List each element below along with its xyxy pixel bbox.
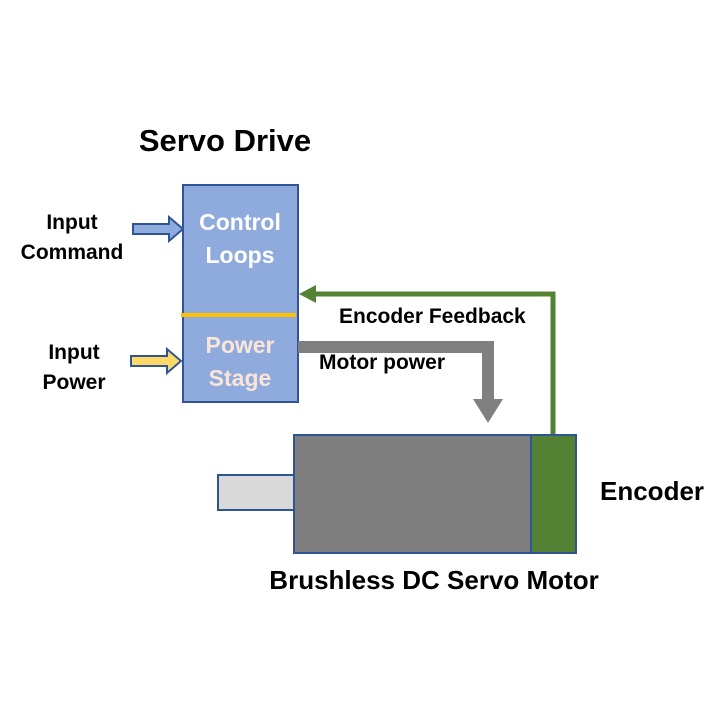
- input-power-label-line2: Power: [42, 371, 105, 394]
- input-command-label-line1: Input: [46, 211, 97, 234]
- power-stage-label-line1: Power: [205, 332, 274, 358]
- input-command-label-line2: Command: [21, 241, 124, 264]
- encoder-feedback-label: Encoder Feedback: [339, 305, 526, 328]
- encoder-label: Encoder: [600, 476, 704, 506]
- motor-power-label: Motor power: [319, 351, 445, 374]
- control-loops-label-line2: Loops: [206, 242, 275, 268]
- encoder-block: [530, 434, 577, 554]
- motor-power-arrow: [298, 341, 503, 423]
- control-loops-label-line1: Control: [199, 209, 281, 235]
- diagram-title: Servo Drive: [139, 123, 311, 158]
- encoder-feedback-arrowhead: [299, 285, 316, 303]
- power-stage-label-line2: Stage: [209, 365, 272, 391]
- input-power-label-line1: Input: [48, 341, 99, 364]
- motor-shaft: [217, 474, 296, 511]
- motor-body: [293, 434, 532, 554]
- motor-caption: Brushless DC Servo Motor: [269, 565, 598, 595]
- input-command-arrow: [132, 214, 185, 244]
- encoder-feedback-arrow: [313, 291, 556, 434]
- servo-drive-box: [182, 184, 299, 403]
- input-power-arrow: [130, 346, 183, 376]
